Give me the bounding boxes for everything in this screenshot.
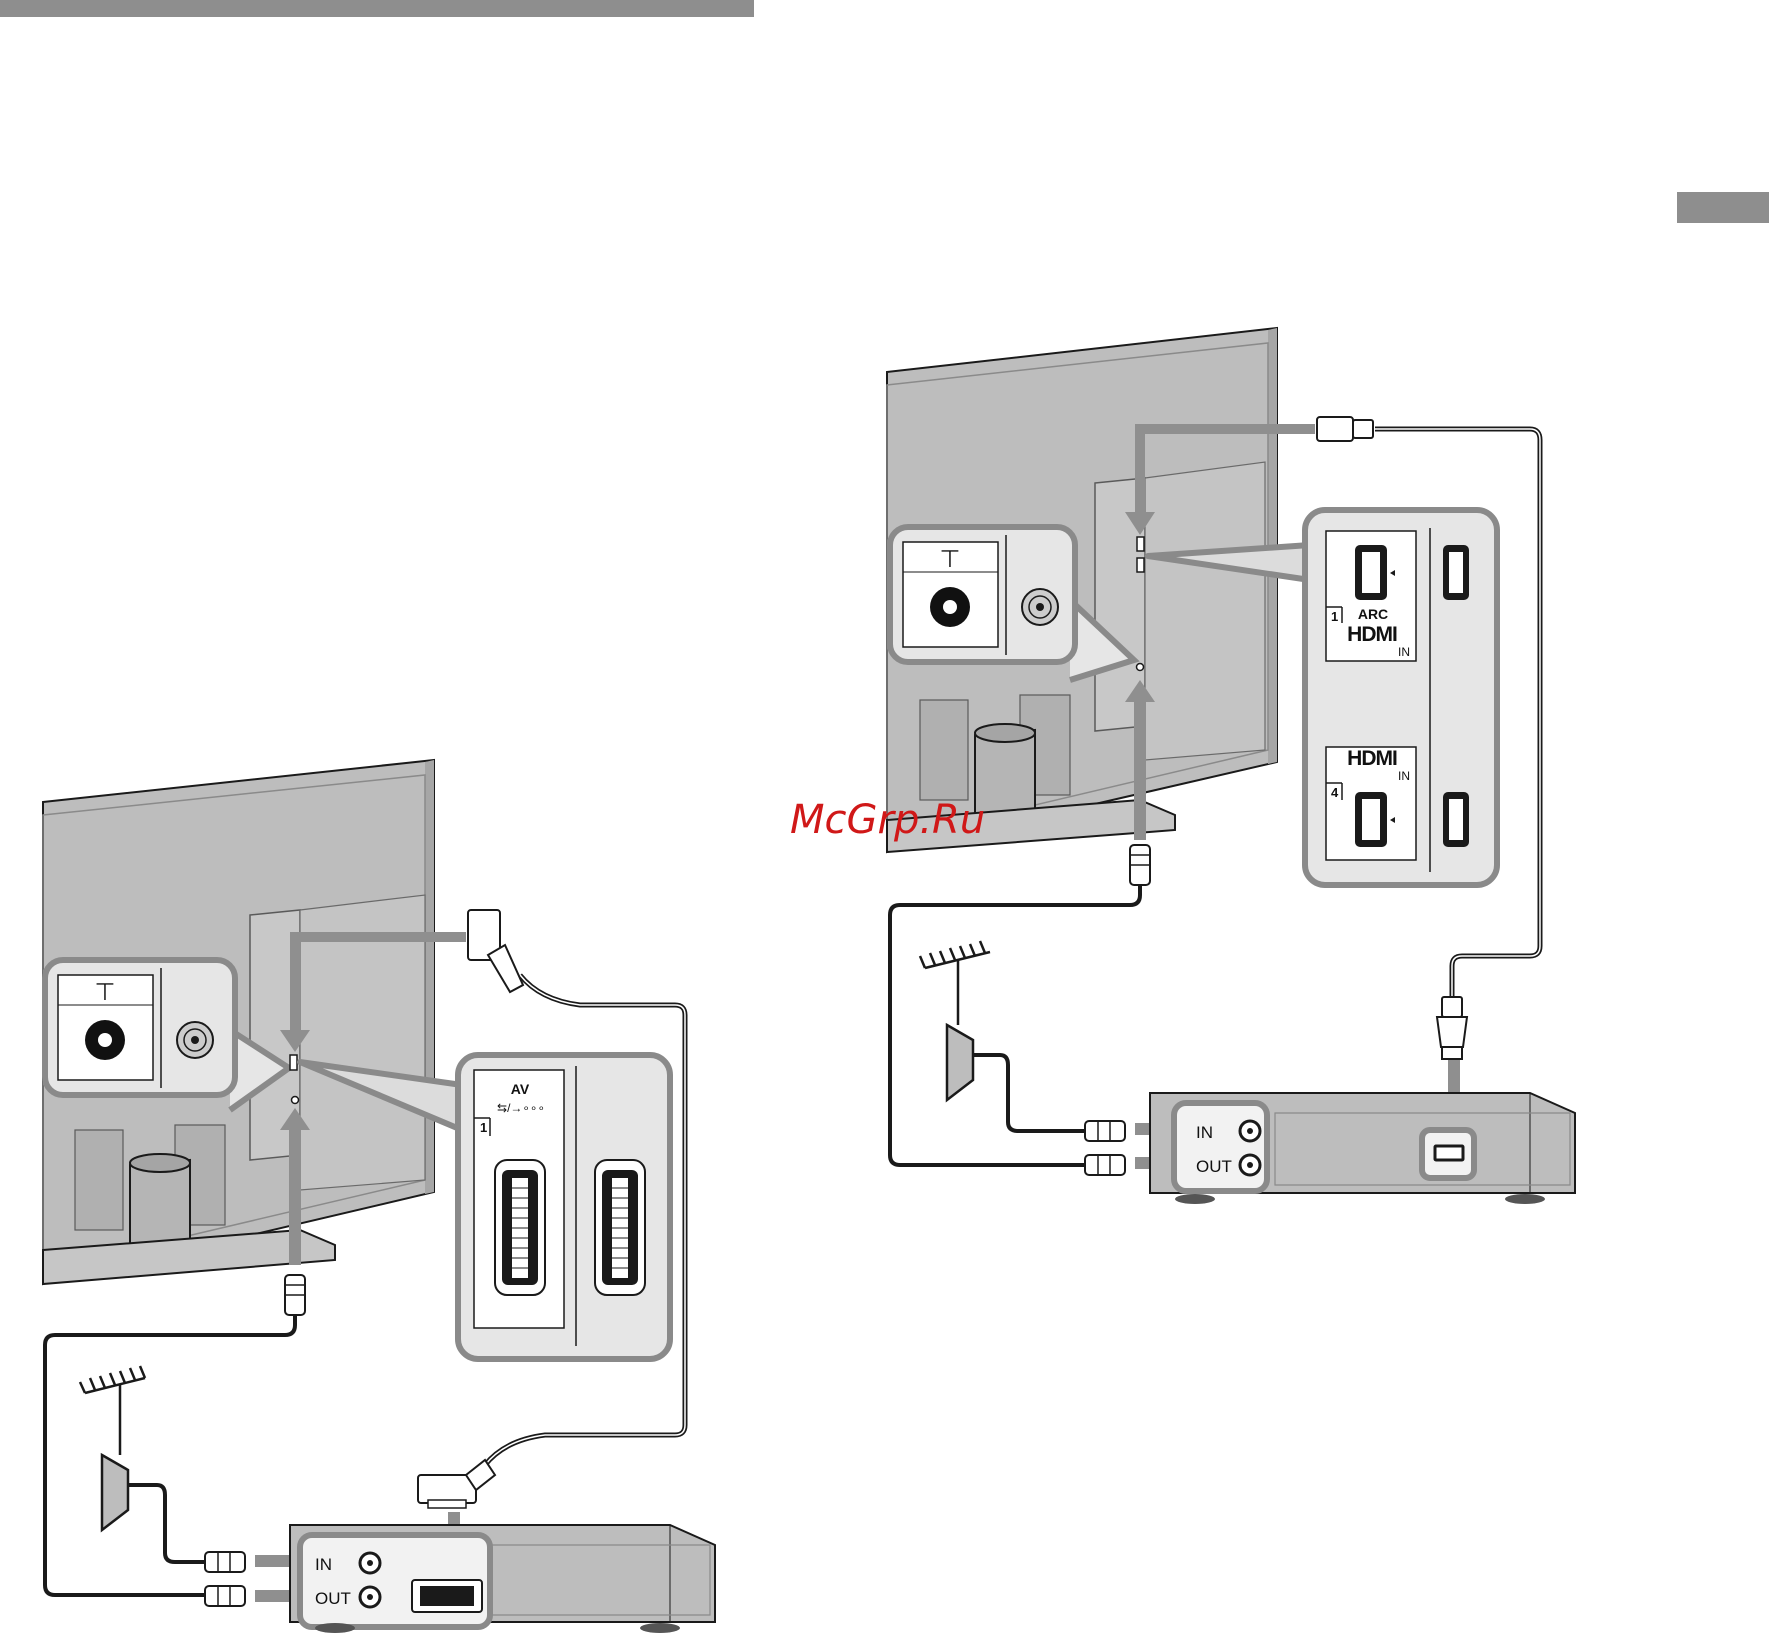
av-port-number: 1 [480,1120,487,1135]
scart-plug-bottom [418,1460,495,1508]
left-diagram: ⊤ AV ⇆/→∘∘∘ 1 [43,760,715,1633]
watermark: McGrp.Ru [790,797,985,843]
av-direction-icon: ⇆/→∘∘∘ [497,1101,545,1115]
hdmi1-arc-label: ARC [1358,606,1388,622]
right-antenna-icon [920,941,990,1100]
hdmi-callout: 1 ARC HDMI IN HDMI IN 4 [1305,510,1497,885]
left-antenna-icon [80,1366,145,1530]
antenna-symbol-right: ⊤ [940,546,961,573]
side-tab [1677,192,1769,223]
av-label: AV [511,1081,530,1097]
scart-plug-top [468,910,523,992]
left-rf-cables [45,1310,295,1595]
scart-socket-2 [595,1160,645,1295]
hdmi-port-3 [1443,792,1469,847]
scart-socket-1 [495,1160,545,1295]
header-bar [0,0,754,17]
right-recorder-hdmi-socket [1435,1146,1463,1160]
hdmi-port-2 [1443,545,1469,600]
antenna-symbol: ⊤ [95,979,116,1006]
left-recorder-in-label: IN [315,1555,332,1574]
right-recorder-in-label: IN [1196,1123,1213,1142]
hdmi4-number: 4 [1331,785,1339,800]
hdmi-plug-bottom [1437,997,1467,1059]
left-recorder: IN OUT [290,1525,715,1633]
hdmi1-logo: HDMI [1347,623,1397,646]
right-recorder: IN OUT [1150,1093,1575,1204]
right-recorder-out-label: OUT [1196,1157,1232,1176]
right-diagram: ⊤ 1 ARC H [887,328,1575,1204]
hdmi1-in-label: IN [1398,645,1410,659]
hdmi-plug-top [1317,417,1373,441]
hdmi4-logo: HDMI [1347,747,1397,770]
hdmi4-in-label: IN [1398,769,1410,783]
hdmi1-number: 1 [1331,609,1338,624]
left-recorder-out-label: OUT [315,1589,351,1608]
av-callout: AV ⇆/→∘∘∘ 1 [458,1055,670,1359]
